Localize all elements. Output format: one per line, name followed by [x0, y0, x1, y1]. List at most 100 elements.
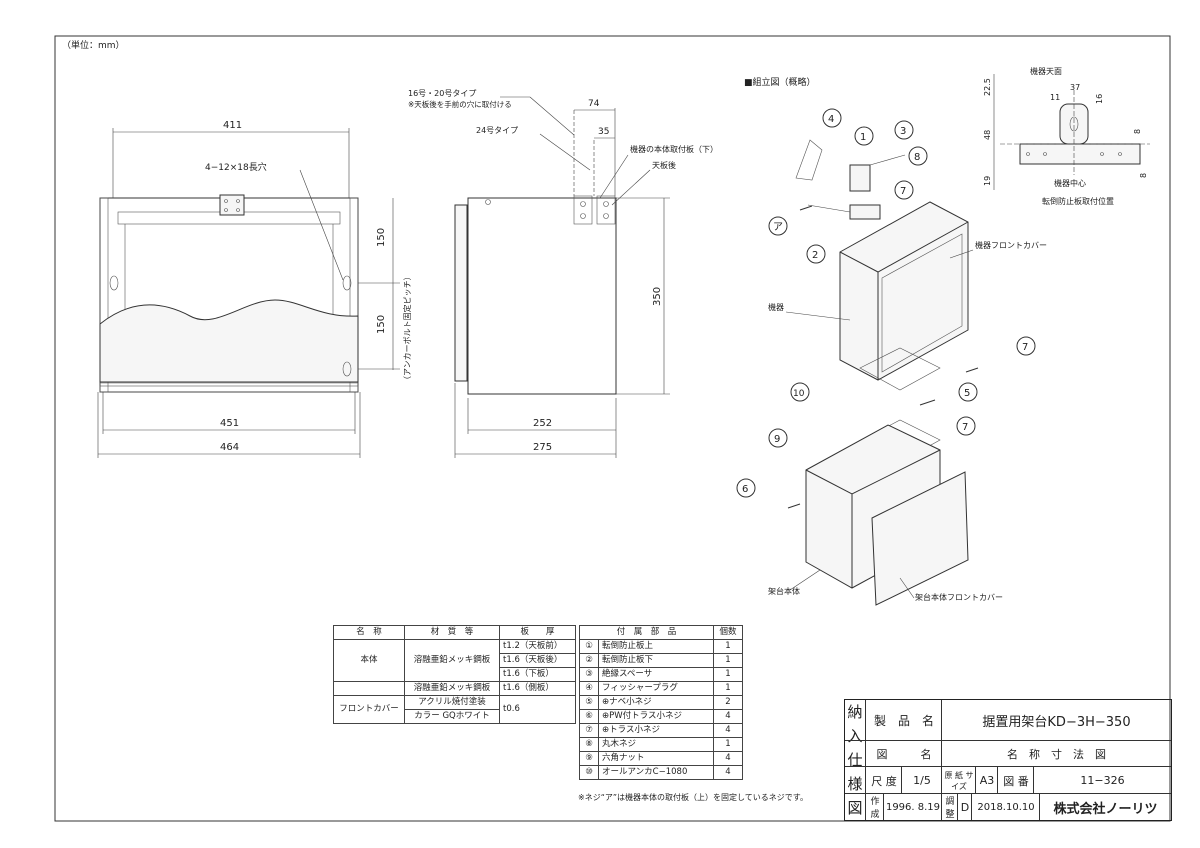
type16-note: ※天板後を手前の穴に取付ける [408, 99, 512, 109]
created-date: 1996. 8.19 [883, 794, 942, 820]
footnote: ※ネジ“ア”は機器本体の取付板（上）を固定しているネジです。 [578, 793, 808, 802]
cell-thickness: t1.6（下板） [499, 667, 576, 682]
detail-view: 機器天面 22.5 37 11 16 48 8 19 8 機器中心 転倒防止板取… [983, 66, 1150, 206]
cell-material: カラー GQホワイト [404, 709, 500, 724]
callout-2: 2 [806, 244, 826, 264]
header-part: 付 属 部 品 [579, 625, 714, 640]
part-qty: 4 [713, 709, 743, 724]
part-name: 絶縁スペーサ [598, 667, 714, 682]
dim-252: 252 [533, 418, 552, 429]
cell-thickness: t1.6（天板後） [499, 653, 576, 668]
type16-label: 16号・20号タイプ [408, 89, 476, 98]
part-qty: 1 [713, 639, 743, 654]
paper-value: A3 [975, 767, 998, 794]
cell-thickness: t0.6 [499, 695, 576, 724]
part-qty: 1 [713, 737, 743, 752]
sheet-border [54, 35, 1171, 822]
part-no: ⑨ [579, 751, 599, 766]
side-view: 74 35 16号・20号タイプ ※天板後を手前の穴に取付ける 24号タイプ 機… [408, 89, 718, 458]
part-qty: 4 [713, 723, 743, 738]
dim-74: 74 [588, 99, 600, 109]
drawing-name: 名 称 寸 法 図 [941, 741, 1171, 767]
label-device: 機器 [768, 302, 784, 312]
dim-150-upper: 150 [376, 228, 387, 247]
top-rear-label: 天板後 [652, 160, 676, 170]
title-side-labels: 納 入 仕 様 図 [845, 700, 865, 820]
dim-35: 35 [598, 127, 609, 137]
part-qty: 2 [713, 695, 743, 710]
detail-dim-11: 11 [1050, 93, 1060, 102]
part-name: 転倒防止板下 [598, 653, 714, 668]
anchor-pitch-label: （アンカーボルト固定ピッチ） [402, 272, 412, 384]
part-name: オールアンカC−1080 [598, 765, 714, 780]
part-name: フィッシャープラグ [598, 681, 714, 696]
svg-text:4: 4 [828, 114, 834, 125]
side-char: 納 [847, 703, 863, 721]
dim-451: 451 [220, 418, 239, 429]
detail-dim-22-5: 22.5 [983, 78, 992, 96]
dim-411: 411 [223, 120, 242, 131]
revised-label: 調 整 [941, 794, 958, 820]
revised-date: 2018.10.10 [971, 794, 1040, 820]
part-qty: 1 [713, 681, 743, 696]
drawing-label: 図 名 [865, 741, 942, 767]
callout-1: 1 [854, 126, 874, 146]
cell-thickness: t1.6（側板） [499, 681, 576, 696]
table-row: フロントカバー アクリル焼付塗装 t0.6 [333, 695, 576, 724]
created-label: 作 成 [865, 794, 884, 820]
callout-7b: 7 [1016, 336, 1036, 356]
svg-text:7: 7 [900, 186, 906, 197]
part-no: ⑤ [579, 695, 599, 710]
detail-dim-8a: 8 [1133, 129, 1142, 134]
top-bracket [219, 194, 245, 216]
scale-value: 1/5 [901, 767, 942, 794]
side-char: 図 [847, 799, 863, 817]
title-block: 納 入 仕 様 図 製 品 名 据置用架台KD−3H−350 図 名 名 称 寸… [844, 699, 1172, 821]
materials-header-row: 名 称 材 質 等 板 厚 [333, 625, 576, 640]
cell-material: 溶融亜鉛メッキ鋼板 [404, 681, 500, 696]
cell-material: アクリル焼付塗装 [404, 695, 500, 710]
table-row: 溶融亜鉛メッキ鋼板 t1.6（側板） [333, 681, 576, 696]
dim-464: 464 [220, 442, 239, 453]
number-label: 図 番 [997, 767, 1034, 794]
slot-hole [109, 275, 119, 291]
svg-text:9: 9 [774, 434, 780, 445]
detail-caption: 転倒防止板取付位置 [1042, 196, 1114, 206]
cell-name: フロントカバー [333, 695, 405, 724]
callout-5: 5 [958, 382, 978, 402]
part-no: ③ [579, 667, 599, 682]
cell-name [333, 681, 405, 696]
stand-front-cover [871, 471, 969, 606]
history-row: 作 成 1996. 8.19 調 整 D 2018.10.10 株式会社ノーリツ [845, 793, 1171, 820]
side-char: 様 [847, 775, 863, 793]
part-name: ⊕PW付トラス小ネジ [598, 709, 714, 724]
detail-dim-16: 16 [1095, 94, 1104, 104]
assembly-title: ■組立図（概略） [744, 76, 816, 88]
hole-label: 4−12×18長穴 [205, 161, 267, 173]
product-label: 製 品 名 [865, 700, 942, 740]
detail-dim-19: 19 [983, 176, 992, 186]
device-box [839, 201, 969, 381]
detail-dim-37: 37 [1070, 83, 1080, 92]
dim-350: 350 [652, 287, 663, 306]
svg-text:6: 6 [742, 484, 748, 495]
callout-6: 6 [736, 478, 756, 498]
part-qty: 4 [713, 765, 743, 780]
part-no: ⑧ [579, 737, 599, 752]
svg-text:2: 2 [812, 250, 818, 261]
side-char: 仕 [847, 751, 863, 769]
label-front-cover: 機器フロントカバー [975, 240, 1047, 250]
svg-text:5: 5 [964, 388, 970, 399]
callout-a: ア [768, 216, 788, 236]
header-material: 材 質 等 [404, 625, 500, 640]
assembly-view: ■組立図（概略） 機器フロントカバー 機器 架台本体 架台本体フロントカバー [736, 76, 1047, 606]
